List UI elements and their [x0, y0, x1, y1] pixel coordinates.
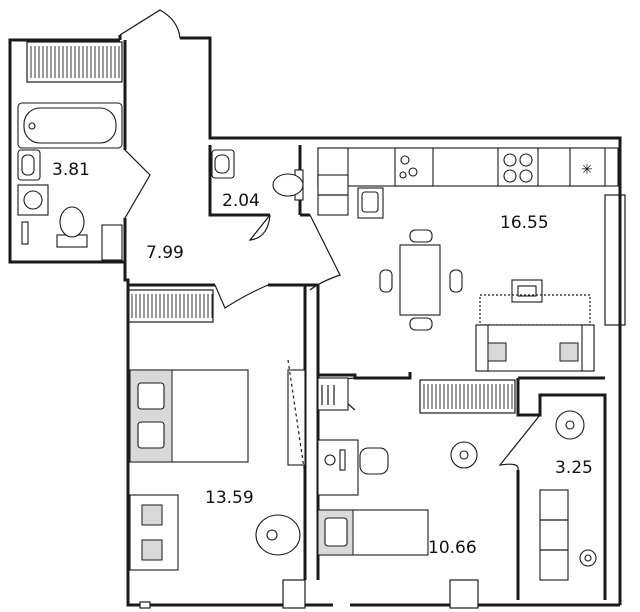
washing-machine-icon — [17, 184, 49, 216]
tv-icon — [511, 279, 543, 303]
radiator-icon — [21, 221, 29, 245]
kitchen-counter: ✳ — [317, 147, 619, 187]
area-bedroom: 13.59 — [205, 488, 254, 508]
single-bed-icon — [317, 509, 429, 556]
kitchen-sink-icon — [357, 187, 384, 219]
windows — [26, 41, 626, 414]
armchair-icon — [129, 494, 179, 571]
bathroom-cabinet — [101, 224, 123, 261]
balcony-sofa — [539, 489, 569, 581]
extractor-icon: ✳ — [581, 161, 593, 177]
area-toilet: 2.04 — [222, 191, 260, 211]
bathtub — [17, 102, 123, 149]
wc-sink-icon — [211, 149, 235, 179]
dining-table — [379, 229, 463, 331]
balcony-pot-icon — [579, 549, 597, 567]
area-kitchen-living: 16.55 — [500, 213, 549, 233]
walls — [8, 35, 622, 609]
sink-icon — [17, 149, 41, 181]
bed-icon — [129, 369, 249, 463]
wc-toilet-icon — [272, 169, 304, 201]
bathroom-toilet-icon — [56, 206, 88, 248]
area-balcony: 3.25 — [555, 458, 593, 478]
desk — [317, 439, 359, 496]
area-hallway: 7.99 — [146, 243, 184, 263]
fridge-icon — [317, 174, 349, 216]
plant-icon — [450, 441, 478, 469]
area-bedroom-2: 10.66 — [428, 538, 477, 558]
window-hatching — [30, 46, 513, 409]
area-bathroom: 3.81 — [52, 160, 90, 180]
desk-chair-icon — [359, 447, 389, 475]
bookshelf — [317, 377, 349, 411]
rug-icon — [255, 514, 301, 556]
living-sofa — [475, 294, 595, 372]
wardrobe — [287, 359, 306, 476]
balcony-plant-icon — [555, 410, 585, 440]
